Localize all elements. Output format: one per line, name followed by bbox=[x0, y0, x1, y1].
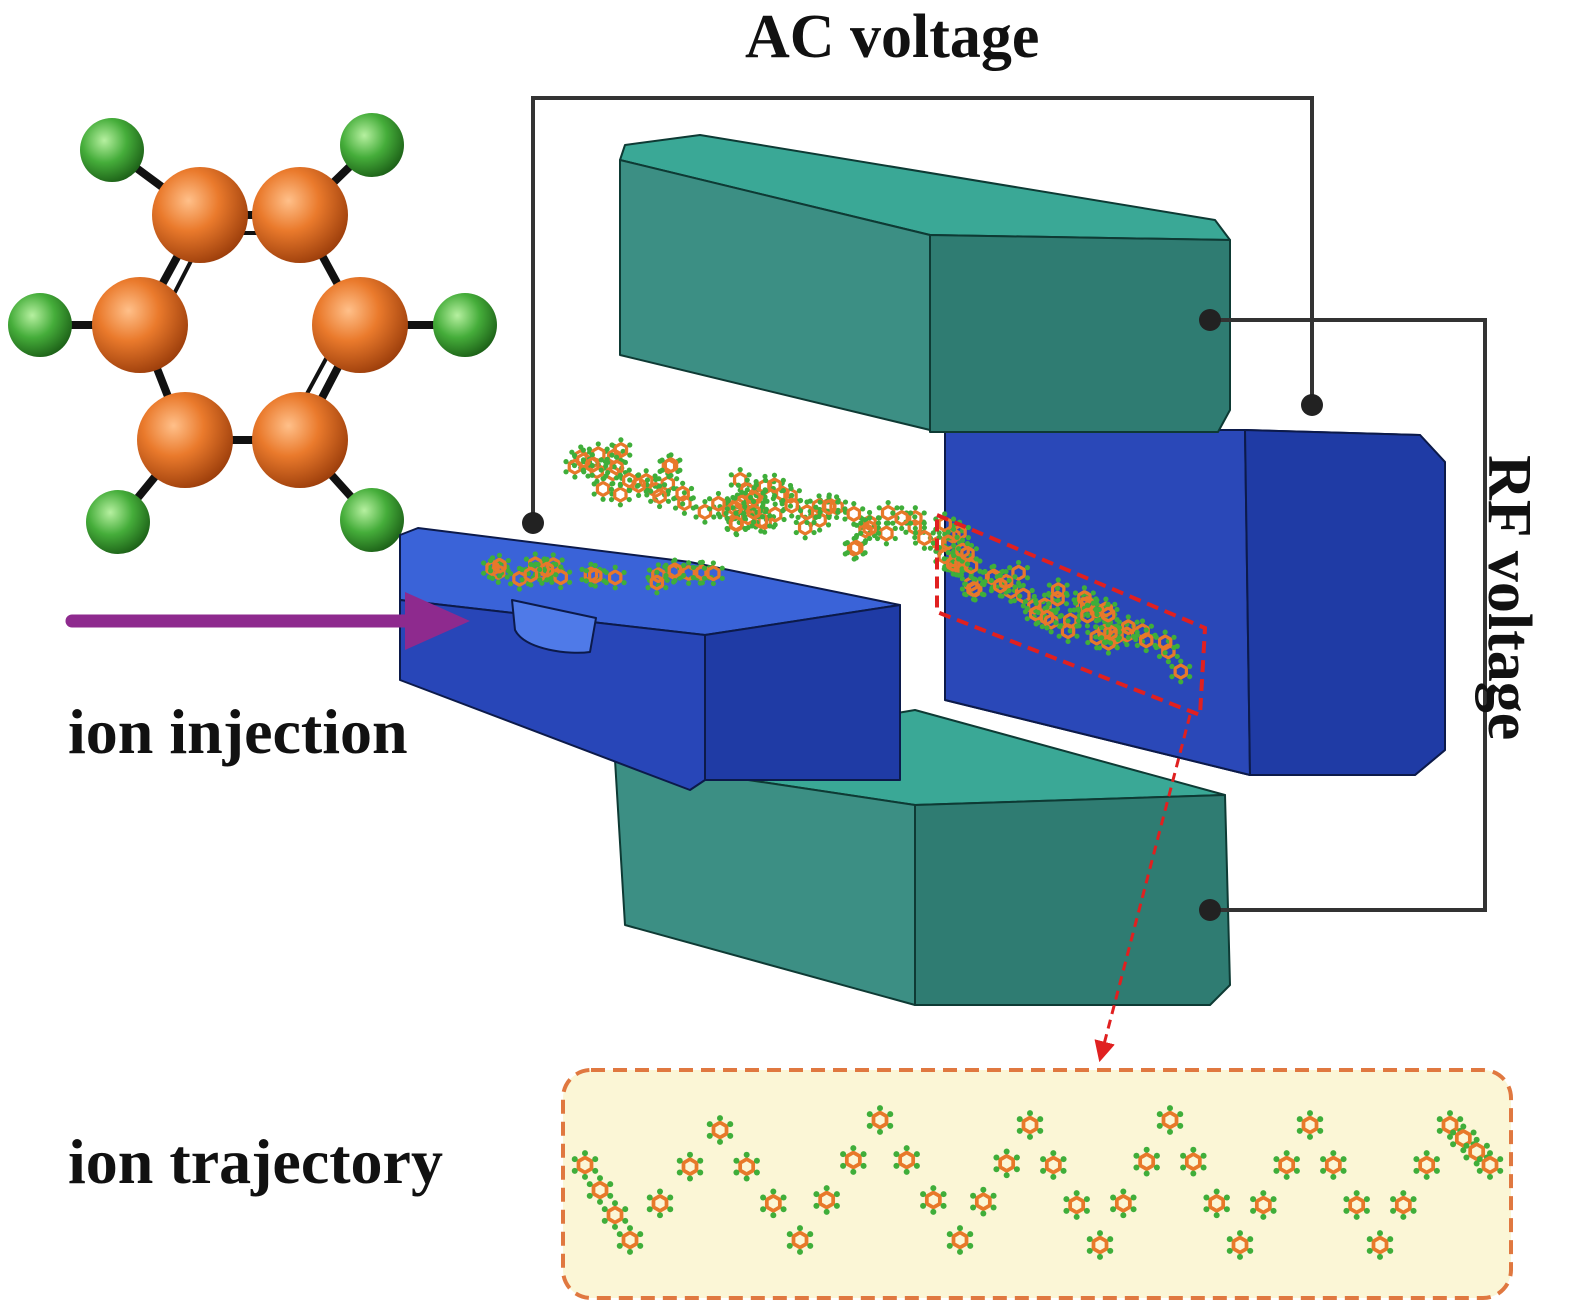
fluorine-atom bbox=[340, 113, 404, 177]
carbon-atom bbox=[92, 277, 188, 373]
fluorine-atom bbox=[80, 118, 144, 182]
carbon-atoms bbox=[92, 167, 408, 488]
fluorine-atoms bbox=[8, 113, 497, 554]
carbon-atom bbox=[252, 392, 348, 488]
carbon-atom bbox=[312, 277, 408, 373]
ac-electrode-top bbox=[619, 134, 1231, 433]
fluorine-atom bbox=[8, 293, 72, 357]
zoom-pointer-arrow bbox=[1094, 714, 1192, 1063]
carbon-atom bbox=[137, 392, 233, 488]
ion-injection-label: ion injection bbox=[68, 696, 408, 767]
highlight-region bbox=[935, 511, 1208, 1063]
ion-trajectory-inset bbox=[561, 1068, 1513, 1300]
hexafluorobenzene-molecule bbox=[8, 113, 497, 554]
fluorine-atom bbox=[433, 293, 497, 357]
connection-dot bbox=[1199, 899, 1221, 921]
fluorine-atom bbox=[86, 490, 150, 554]
connection-dot bbox=[522, 512, 544, 534]
carbon-atom bbox=[152, 167, 248, 263]
rf-voltage-wire bbox=[1210, 318, 1487, 912]
injection-arrow bbox=[65, 592, 470, 650]
ac-voltage-wire bbox=[531, 96, 1314, 523]
ac-electrode-bottom bbox=[614, 709, 1231, 1006]
fluorine-atom bbox=[340, 488, 404, 552]
rf-electrode-right bbox=[944, 429, 1446, 776]
rf-voltage-label: RF voltage bbox=[1475, 455, 1543, 741]
connection-dot bbox=[1199, 309, 1221, 331]
rf-electrode-left bbox=[399, 527, 901, 791]
connection-dot bbox=[1301, 394, 1323, 416]
ion-trajectory-label: ion trajectory bbox=[68, 1126, 443, 1197]
carbon-atom bbox=[252, 167, 348, 263]
ac-voltage-label: AC voltage bbox=[745, 3, 1040, 71]
connection-dots bbox=[522, 309, 1323, 921]
voltage-wiring bbox=[531, 96, 1487, 912]
